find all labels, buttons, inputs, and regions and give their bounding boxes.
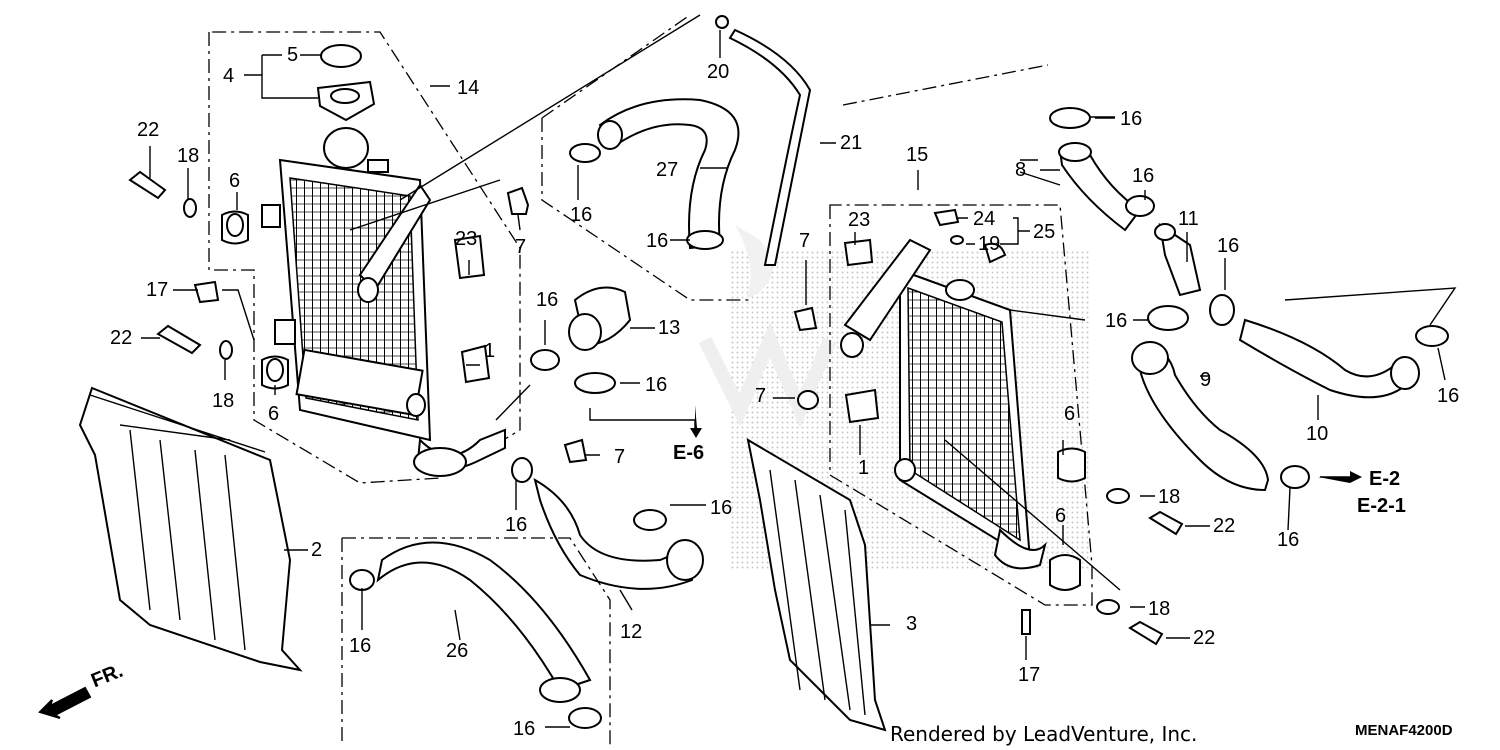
callout-22c: 22 bbox=[1213, 515, 1235, 537]
callout-1b: 1 bbox=[858, 457, 869, 479]
reference-labels: E-6 E-2 E-2-1 FR. bbox=[88, 405, 1406, 692]
callout-6c: 6 bbox=[1064, 403, 1075, 425]
callout-16i: 16 bbox=[1120, 108, 1142, 130]
right-radiator-group bbox=[829, 64, 1121, 635]
callout-16h: 16 bbox=[513, 718, 535, 740]
diagram-code: MENAF4200D bbox=[1355, 722, 1453, 739]
callout-8: 8 bbox=[1015, 159, 1026, 181]
callout-16e: 16 bbox=[505, 514, 527, 536]
callout-22a: 22 bbox=[137, 119, 159, 141]
callout-16n: 16 bbox=[1277, 529, 1299, 551]
callout-6d: 6 bbox=[1055, 505, 1066, 527]
callout-18b: 18 bbox=[212, 390, 234, 412]
front-label: FR. bbox=[88, 660, 126, 692]
callout-21: 21 bbox=[840, 132, 862, 154]
callout-18a: 18 bbox=[177, 145, 199, 167]
callout-17a: 17 bbox=[146, 279, 168, 301]
callout-7d: 7 bbox=[755, 385, 766, 407]
leader-lines bbox=[141, 30, 1446, 728]
callout-12: 12 bbox=[620, 621, 642, 643]
hoses-right bbox=[1020, 107, 1457, 646]
callout-6a: 6 bbox=[229, 170, 240, 192]
callout-16d: 16 bbox=[645, 374, 667, 396]
callout-16a: 16 bbox=[570, 204, 592, 226]
callout-7b: 7 bbox=[614, 446, 625, 468]
front-arrow bbox=[38, 686, 92, 719]
callout-16m: 16 bbox=[1437, 385, 1459, 407]
callout-22b: 22 bbox=[110, 327, 132, 349]
callout-16l: 16 bbox=[1105, 310, 1127, 332]
callout-16c: 16 bbox=[536, 289, 558, 311]
callout-7a: 7 bbox=[515, 236, 526, 258]
callout-24: 24 bbox=[973, 208, 995, 230]
right-shroud bbox=[746, 438, 887, 732]
callout-22d: 22 bbox=[1193, 627, 1215, 649]
callout-9: 9 bbox=[1200, 369, 1211, 391]
callout-26: 26 bbox=[446, 640, 468, 662]
left-radiator-group bbox=[128, 31, 530, 484]
callout-20: 20 bbox=[707, 61, 729, 83]
callout-6b: 6 bbox=[268, 403, 279, 425]
ref-e2: E-2 bbox=[1369, 468, 1400, 490]
callout-25: 25 bbox=[1033, 221, 1055, 243]
footer-credit: Rendered by LeadVenture, Inc. bbox=[890, 722, 1197, 746]
callout-16f: 16 bbox=[710, 497, 732, 519]
ref-e2-1: E-2-1 bbox=[1357, 495, 1406, 517]
callout-23a: 23 bbox=[455, 228, 477, 250]
callout-23b: 23 bbox=[848, 209, 870, 231]
callout-5: 5 bbox=[287, 44, 298, 66]
callout-14: 14 bbox=[457, 77, 479, 99]
callout-16g: 16 bbox=[349, 635, 371, 657]
callout-1a: 1 bbox=[484, 340, 495, 362]
hoses-center bbox=[341, 14, 819, 745]
callout-13: 13 bbox=[658, 317, 680, 339]
callout-19: 19 bbox=[978, 233, 1000, 255]
callout-4: 4 bbox=[223, 65, 234, 87]
callout-16k: 16 bbox=[1217, 235, 1239, 257]
ref-e6: E-6 bbox=[673, 442, 704, 464]
callout-27: 27 bbox=[656, 159, 678, 181]
callout-16j: 16 bbox=[1132, 165, 1154, 187]
callout-labels: 1 1 2 3 4 5 6 6 6 6 7 7 7 7 8 9 10 11 12… bbox=[110, 44, 1459, 740]
callout-11: 11 bbox=[1178, 208, 1199, 230]
callout-18c: 18 bbox=[1158, 486, 1180, 508]
callout-7c: 7 bbox=[799, 230, 810, 252]
callout-16b: 16 bbox=[646, 230, 668, 252]
callout-3: 3 bbox=[906, 613, 917, 635]
callout-17b: 17 bbox=[1018, 664, 1040, 686]
left-shroud bbox=[78, 386, 303, 672]
callout-10: 10 bbox=[1306, 423, 1328, 445]
callout-15: 15 bbox=[906, 144, 928, 166]
callout-18d: 18 bbox=[1148, 598, 1170, 620]
callout-2: 2 bbox=[311, 539, 322, 561]
